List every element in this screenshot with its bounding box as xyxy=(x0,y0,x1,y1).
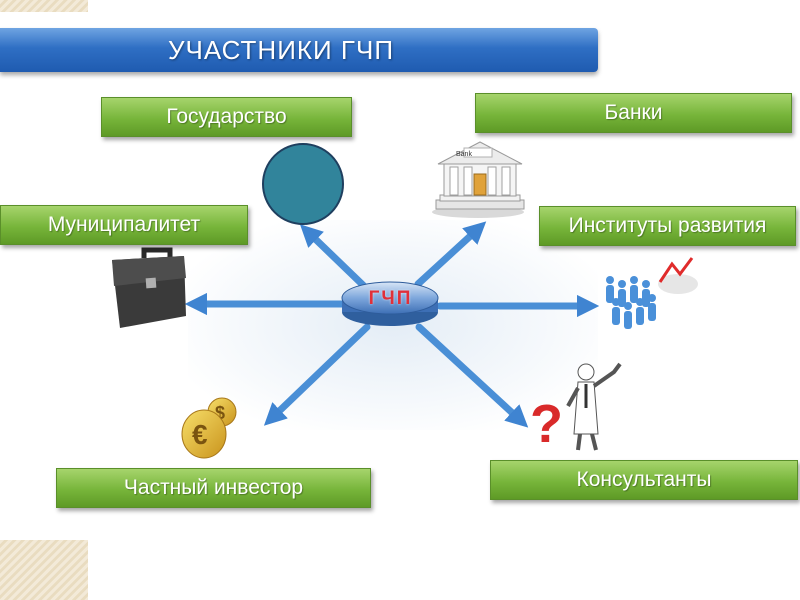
label-banks: Банки xyxy=(475,93,792,133)
label-development-institutes: Институты развития xyxy=(539,206,796,246)
label-consultants: Консультанты xyxy=(490,460,798,500)
hub-disk xyxy=(341,281,439,326)
hub-label: ГЧП xyxy=(368,288,413,309)
briefcase-icon xyxy=(112,247,186,328)
corner-decoration-top xyxy=(0,0,88,12)
arrows xyxy=(184,221,600,428)
question-man-icon: ? xyxy=(530,362,622,454)
arrow-to-banks xyxy=(414,221,487,288)
label-private-investor: Частный инвестор xyxy=(56,468,371,508)
crowd-chart-icon xyxy=(606,257,698,329)
slide-title: УЧАСТНИКИ ГЧП xyxy=(168,34,395,65)
arrow-to-state xyxy=(299,224,369,291)
bank-building-icon xyxy=(432,141,525,218)
arrow-to-consultants xyxy=(415,323,529,428)
svg-text:?: ? xyxy=(530,394,563,454)
corner-decoration-bottom xyxy=(0,540,88,600)
svg-text:$: $ xyxy=(215,403,225,423)
svg-text:€: € xyxy=(192,419,208,450)
title-bar: УЧАСТНИКИ ГЧП xyxy=(0,28,598,72)
arrow-to-private-investor xyxy=(263,323,371,426)
euro-dollar-coins-icon: $ € xyxy=(181,397,237,459)
gov-circle xyxy=(262,143,344,225)
label-state: Государство xyxy=(101,97,352,137)
bank-sign-text: Bank xyxy=(456,151,472,158)
label-municipality: Муниципалитет xyxy=(0,205,248,245)
